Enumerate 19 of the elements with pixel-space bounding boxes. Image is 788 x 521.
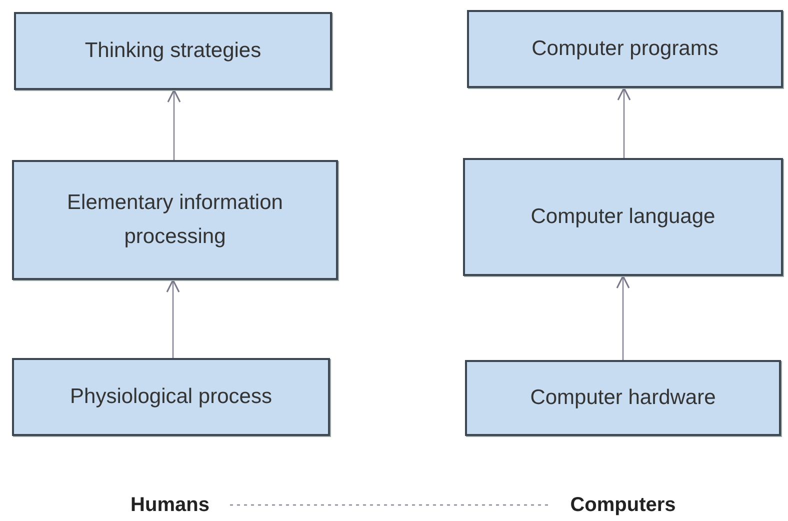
- arrow: [167, 89, 181, 160]
- process-box: [14, 12, 332, 90]
- process-box: [12, 160, 338, 280]
- process-box: [467, 10, 783, 88]
- arrow: [166, 279, 180, 358]
- process-box: [465, 360, 781, 436]
- box-label: Physiological process: [70, 384, 272, 410]
- box-label: Computer programs: [532, 36, 718, 62]
- group-label: Humans: [130, 493, 210, 518]
- process-box: [463, 158, 783, 276]
- box-label: Computer language: [530, 204, 716, 230]
- box-label: Thinking strategies: [84, 38, 262, 64]
- arrow: [617, 87, 631, 158]
- dotted-line: [230, 504, 548, 506]
- arrow: [616, 275, 630, 360]
- group-label: Computers: [570, 493, 676, 518]
- process-box: [12, 358, 330, 436]
- box-label: Computer hardware: [530, 385, 716, 412]
- box-label: Elementary information processing: [66, 190, 284, 250]
